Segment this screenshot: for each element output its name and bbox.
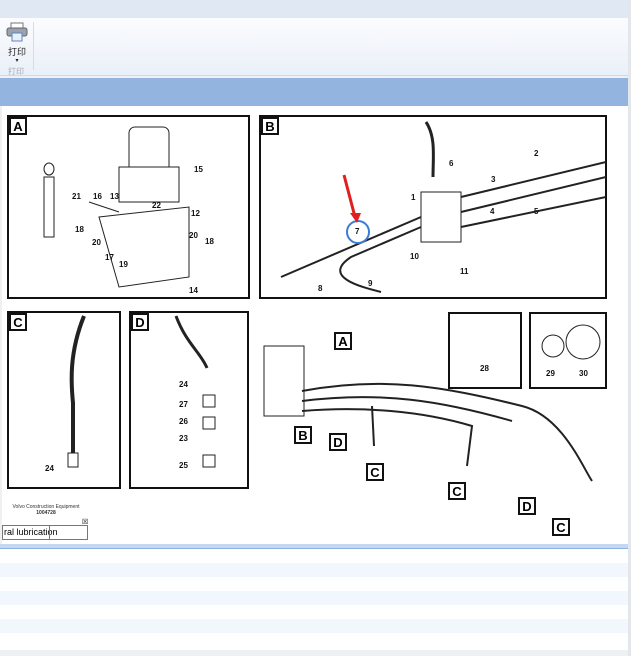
title-block: Volvo Construction Equipment 1004728 bbox=[2, 504, 90, 516]
callout: 15 bbox=[194, 165, 203, 174]
part-29-30-box: 29 30 bbox=[529, 312, 607, 389]
overview-tag-b: B bbox=[294, 426, 312, 444]
valve-drawing bbox=[280, 121, 606, 293]
panel-d: D 24 27 26 23 25 bbox=[129, 311, 249, 489]
list-header bbox=[0, 544, 628, 549]
callout: 20 bbox=[92, 238, 101, 247]
panel-a-label: A bbox=[9, 117, 27, 135]
ribbon: 打印 ▾ 打印 bbox=[0, 18, 631, 76]
title-bar bbox=[0, 0, 631, 18]
list-row[interactable] bbox=[0, 549, 628, 563]
panel-d-label: D bbox=[131, 313, 149, 331]
diagram-page: A 21 16 13 15 22 12 18 20 17 19 20 18 14… bbox=[2, 106, 628, 544]
print-button[interactable]: 打印 ▾ bbox=[4, 22, 30, 68]
divider bbox=[33, 22, 34, 70]
callout: 13 bbox=[110, 192, 119, 201]
overview-tag-c: C bbox=[552, 518, 570, 536]
callout: 2 bbox=[534, 149, 539, 158]
list-row[interactable] bbox=[0, 605, 628, 619]
company-name: Volvo Construction Equipment bbox=[12, 504, 80, 510]
callout: 3 bbox=[491, 175, 496, 184]
callout: 4 bbox=[490, 207, 495, 216]
results-list bbox=[0, 544, 628, 650]
callout: 6 bbox=[449, 159, 454, 168]
callout: 27 bbox=[179, 400, 188, 409]
panel-c-label: C bbox=[9, 313, 27, 331]
overview-tag-c: C bbox=[448, 482, 466, 500]
callout: 5 bbox=[534, 207, 539, 216]
callout: 17 bbox=[105, 253, 114, 262]
callout: 14 bbox=[189, 286, 198, 295]
chevron-down-icon[interactable]: ▾ bbox=[15, 58, 19, 64]
callout: 24 bbox=[45, 464, 54, 473]
callout: 25 bbox=[179, 461, 188, 470]
document-header-bar bbox=[0, 78, 631, 106]
callout: 16 bbox=[93, 192, 102, 201]
clamp-drawing bbox=[541, 324, 601, 360]
callout-highlighted[interactable]: 7 bbox=[355, 227, 360, 236]
caption-text: ral lubrication bbox=[4, 527, 58, 537]
panel-a: A 21 16 13 15 22 12 18 20 17 19 20 18 14 bbox=[7, 115, 250, 299]
overview-tag-c: C bbox=[366, 463, 384, 481]
callout: 9 bbox=[368, 279, 373, 288]
callout: 26 bbox=[179, 417, 188, 426]
callout: 18 bbox=[75, 225, 84, 234]
callout: 8 bbox=[318, 284, 323, 293]
overview-tag-d: D bbox=[518, 497, 536, 515]
callout: 21 bbox=[72, 192, 81, 201]
panel-b-label: B bbox=[261, 117, 279, 135]
callout: 30 bbox=[579, 369, 588, 378]
printer-icon bbox=[6, 22, 28, 42]
hose-drawing bbox=[67, 315, 86, 468]
part-28-box: 28 bbox=[448, 312, 522, 389]
overview-tag-d: D bbox=[329, 433, 347, 451]
callout: 20 bbox=[189, 231, 198, 240]
callout: 10 bbox=[410, 252, 419, 261]
scrollbar[interactable] bbox=[628, 0, 631, 656]
caption-box: ral lubrication bbox=[2, 525, 88, 540]
callout: 22 bbox=[152, 201, 161, 210]
print-label: 打印 bbox=[7, 47, 26, 57]
callout: 1 bbox=[411, 193, 416, 202]
callout: 12 bbox=[191, 209, 200, 218]
list-row[interactable] bbox=[0, 563, 628, 577]
callout: 19 bbox=[119, 260, 128, 269]
ribbon-group-label: 打印 bbox=[8, 67, 24, 76]
callout: 11 bbox=[460, 267, 469, 276]
list-row[interactable] bbox=[0, 619, 628, 633]
callout: 29 bbox=[546, 369, 555, 378]
document-number: 1004728 bbox=[36, 510, 56, 516]
panel-c: C 24 bbox=[7, 311, 121, 489]
overview-tag-a: A bbox=[334, 332, 352, 350]
fitting-drawing bbox=[174, 315, 216, 468]
caption-cell bbox=[49, 526, 87, 539]
panel-b: B 6 1 2 3 4 5 7 10 11 8 9 bbox=[259, 115, 607, 299]
callout: 23 bbox=[179, 434, 188, 443]
callout: 28 bbox=[480, 364, 489, 373]
pump-drawing bbox=[43, 126, 190, 288]
list-row[interactable] bbox=[0, 633, 628, 647]
callout: 24 bbox=[179, 380, 188, 389]
list-row[interactable] bbox=[0, 577, 628, 591]
callout: 18 bbox=[205, 237, 214, 246]
list-row[interactable] bbox=[0, 591, 628, 605]
close-icon[interactable]: ☒ bbox=[82, 519, 89, 526]
